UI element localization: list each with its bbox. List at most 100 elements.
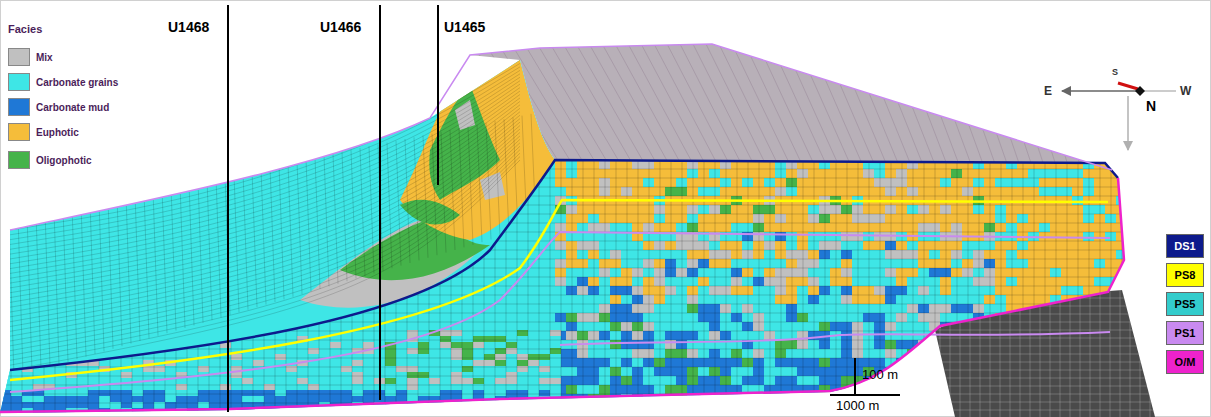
mesh-line — [717, 40, 783, 175]
facies-cell — [797, 349, 808, 358]
facies-cell — [896, 313, 907, 322]
facies-cell — [1094, 367, 1105, 376]
facies-cell — [1050, 277, 1061, 286]
mesh-line — [561, 40, 639, 175]
facies-cell — [720, 250, 731, 259]
facies-cell — [643, 313, 654, 322]
mesh-line — [432, 134, 437, 256]
facies-cell — [643, 250, 654, 259]
facies-cell — [1094, 313, 1105, 322]
facies-cell — [841, 259, 852, 268]
facies-cell — [863, 313, 874, 322]
facies-cell — [665, 376, 676, 385]
facies-cell — [1039, 268, 1050, 277]
facies-cell — [808, 205, 819, 214]
facies-cell — [1116, 349, 1127, 358]
facies-cell — [1105, 178, 1116, 187]
facies-cell — [220, 330, 231, 339]
facies-cell — [830, 340, 841, 349]
facies-cell — [797, 223, 808, 232]
facies-cell — [632, 331, 643, 340]
facies-cell — [962, 250, 973, 259]
facies-cell — [1072, 178, 1083, 187]
facies-cell — [885, 214, 896, 223]
facies-cell — [621, 295, 632, 304]
facies-cell — [995, 268, 1006, 277]
facies-cell — [984, 349, 995, 358]
facies-cell — [742, 349, 753, 358]
facies-cell — [1072, 277, 1083, 286]
facies-cell — [632, 358, 643, 367]
facies-cell — [698, 322, 709, 331]
facies-cell — [764, 268, 775, 277]
facies-cell — [676, 187, 687, 196]
mesh-line — [216, 177, 221, 318]
facies-cell — [1094, 304, 1105, 313]
facies-cell — [1050, 349, 1061, 358]
facies-cell — [698, 178, 709, 187]
facies-cell — [610, 331, 621, 340]
facies-cell — [940, 241, 951, 250]
facies-cell — [632, 259, 643, 268]
mesh-line — [925, 40, 975, 175]
facies-cell — [555, 223, 566, 232]
facies-cell — [698, 376, 709, 385]
facies-cell — [643, 178, 654, 187]
facies-cell — [940, 268, 951, 277]
facies-cell — [665, 214, 676, 223]
facies-cell — [929, 178, 940, 187]
facies-cell — [1061, 313, 1072, 322]
facies-cell — [874, 187, 885, 196]
facies-cell — [1039, 340, 1050, 349]
facies-cell — [621, 340, 632, 349]
facies-cell — [918, 259, 929, 268]
facies-cell — [643, 268, 654, 277]
facies-cell — [852, 259, 863, 268]
facies-cell — [720, 376, 731, 385]
facies-cell — [764, 214, 775, 223]
facies-cell — [1006, 286, 1017, 295]
facies-cell — [720, 331, 731, 340]
mesh-line — [795, 40, 855, 175]
facies-cell — [808, 223, 819, 232]
facies-cell — [577, 304, 588, 313]
facies-cell — [577, 223, 588, 232]
facies-cell — [731, 250, 742, 259]
facies-cell — [984, 394, 995, 403]
facies-cell — [918, 367, 929, 376]
facies-cell — [654, 331, 665, 340]
facies-cell — [808, 304, 819, 313]
facies-cell — [951, 367, 962, 376]
facies-cell — [44, 348, 55, 357]
facies-cell — [819, 322, 830, 331]
facies-cell — [588, 313, 599, 322]
facies-cell — [830, 232, 841, 241]
facies-cell — [1083, 322, 1094, 331]
facies-cell — [1072, 223, 1083, 232]
facies-cell — [731, 394, 742, 403]
facies-cell — [786, 259, 797, 268]
facies-cell — [665, 205, 676, 214]
facies-cell — [874, 277, 885, 286]
facies-cell — [1072, 340, 1083, 349]
facies-cell — [599, 214, 610, 223]
facies-cell — [863, 322, 874, 331]
facies-cell — [951, 178, 962, 187]
facies-cell — [896, 187, 907, 196]
facies-cell — [951, 268, 962, 277]
facies-cell — [44, 342, 55, 351]
facies-cell — [143, 336, 154, 345]
facies-cell — [588, 241, 599, 250]
facies-cell — [654, 358, 665, 367]
facies-cell — [687, 322, 698, 331]
facies-cell — [874, 340, 885, 349]
facies-cell — [709, 241, 720, 250]
mesh-line — [964, 40, 1011, 175]
facies-cell — [665, 349, 676, 358]
facies-cell — [643, 277, 654, 286]
facies-cell — [841, 340, 852, 349]
mesh-line — [297, 161, 302, 295]
facies-cell — [797, 250, 808, 259]
facies-cell — [621, 322, 632, 331]
facies-cell — [808, 367, 819, 376]
